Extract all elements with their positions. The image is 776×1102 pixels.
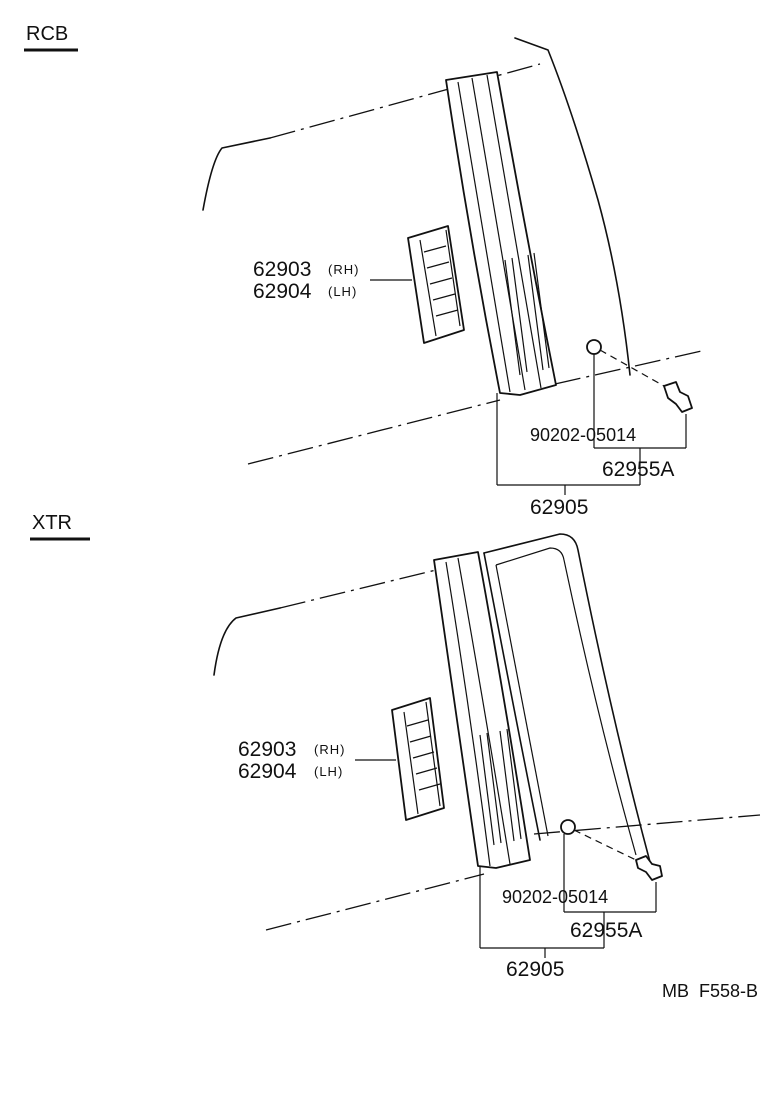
xtr-garnish [433, 551, 531, 869]
rcb-section: RCB [24, 23, 707, 519]
rcb-garnish [445, 71, 557, 396]
xtr-leader-lines [355, 759, 657, 958]
rcb-vent-rh-number: 62903 [253, 258, 311, 281]
rcb-nut-number: 90202-05014 [530, 425, 636, 445]
xtr-vent-part [391, 697, 445, 821]
rcb-clip-set-number: 62955A [602, 458, 674, 481]
rcb-nut-part [586, 339, 602, 355]
xtr-vent-lh-number: 62904 [238, 760, 297, 783]
xtr-nut-number: 90202-05014 [502, 887, 608, 907]
rcb-vent-part [407, 225, 465, 344]
xtr-section: XTR [30, 512, 761, 981]
rcb-vent-lh-side: (LH) [328, 284, 357, 299]
rcb-garnish-number: 62905 [530, 496, 588, 519]
rcb-vent-lh-number: 62904 [253, 280, 312, 303]
rcb-leader-lines [370, 279, 687, 495]
xtr-vent-rh-side: (RH) [314, 742, 345, 757]
xtr-cab-outline [213, 569, 761, 931]
rcb-cab-outline [202, 37, 707, 465]
rcb-section-title: RCB [26, 23, 68, 45]
rcb-clip-part [663, 381, 693, 413]
xtr-window-frame [483, 533, 651, 863]
rcb-vent-rh-side: (RH) [328, 262, 359, 277]
xtr-vent-rh-number: 62903 [238, 738, 296, 761]
xtr-section-title: XTR [32, 512, 72, 534]
xtr-clip-set-number: 62955A [570, 919, 642, 942]
xtr-garnish-number: 62905 [506, 958, 564, 981]
xtr-clip-part [635, 855, 663, 881]
xtr-nut-part [560, 819, 576, 835]
xtr-vent-lh-side: (LH) [314, 764, 343, 779]
footer-code: MB F558-B [662, 981, 758, 1001]
